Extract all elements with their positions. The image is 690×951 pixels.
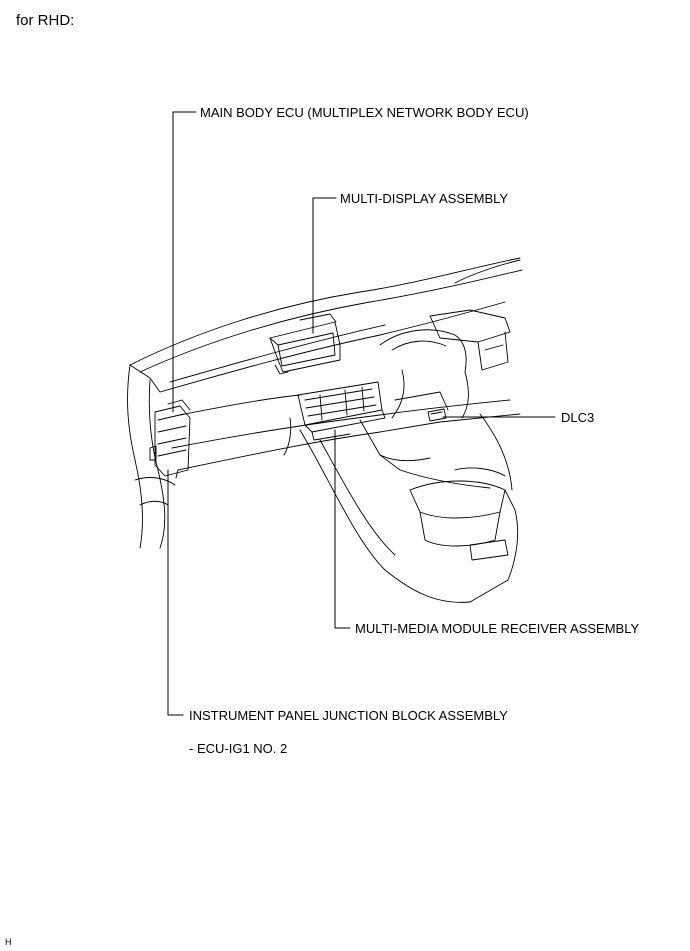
multi-display-shape <box>269 313 341 375</box>
junction-block-shape <box>149 399 191 479</box>
label-junction-block-sub: - ECU-IG1 NO. 2 <box>189 741 288 756</box>
label-junction-block: INSTRUMENT PANEL JUNCTION BLOCK ASSEMBLY <box>189 708 508 723</box>
page-title: for RHD: <box>16 12 75 29</box>
corner-mark: H <box>5 937 12 947</box>
label-dlc3: DLC3 <box>561 410 595 425</box>
leader-lines <box>167 111 556 716</box>
dashboard-outline <box>127 257 523 603</box>
multimedia-receiver-shape <box>297 381 386 441</box>
label-main-body-ecu: MAIN BODY ECU (MULTIPLEX NETWORK BODY EC… <box>200 105 529 120</box>
label-multi-display-assembly: MULTI-DISPLAY ASSEMBLY <box>340 191 509 206</box>
label-multimedia-receiver: MULTI-MEDIA MODULE RECEIVER ASSEMBLY <box>355 621 640 636</box>
dlc3-shape <box>427 408 447 422</box>
